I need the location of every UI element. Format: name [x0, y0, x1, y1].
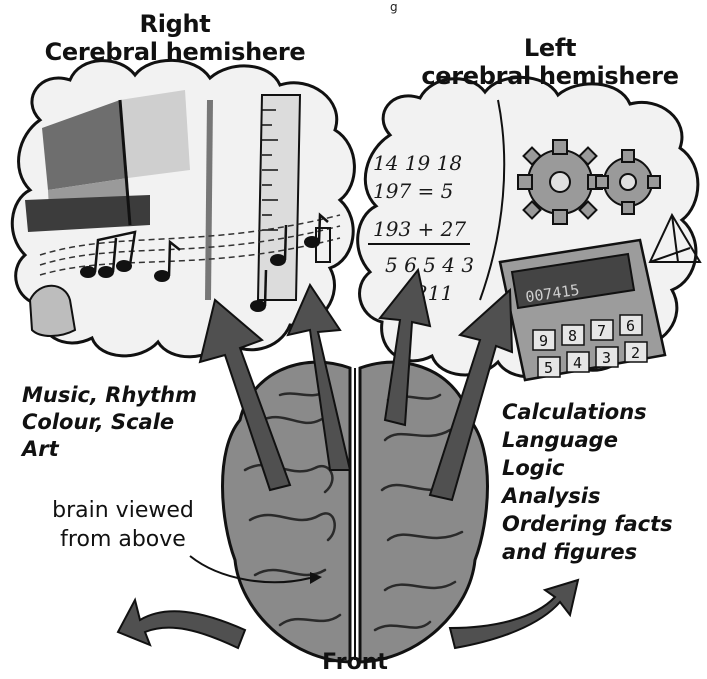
- left-title-line1: Left: [400, 34, 700, 62]
- brain-caption: brain viewed from above: [8, 496, 238, 554]
- right-hemisphere-functions: Music, Rhythm Colour, Scale Art: [22, 382, 197, 463]
- easel-bar: [208, 100, 210, 300]
- function-item: Calculations: [502, 398, 673, 426]
- left-title-line2: cerebral hemishere: [400, 62, 700, 90]
- sum-line: 14 19 18: [373, 151, 462, 175]
- colour-block-light: [120, 90, 190, 178]
- music-note: [80, 266, 96, 278]
- music-note: [250, 300, 266, 312]
- left-hemisphere-functions: Calculations Language Logic Analysis Ord…: [502, 398, 673, 566]
- caption-line2: from above: [8, 525, 238, 554]
- function-item: Colour, Scale: [22, 409, 197, 436]
- gear-icon: [518, 140, 602, 224]
- function-item: Analysis: [502, 482, 673, 510]
- function-item: Music, Rhythm: [22, 382, 197, 409]
- calculator-key: 6: [626, 317, 635, 335]
- calculator-key: 2: [631, 344, 640, 362]
- function-item: and figures: [502, 538, 673, 566]
- music-note: [98, 266, 114, 278]
- music-note: [270, 254, 286, 266]
- music-note: [304, 236, 320, 248]
- front-label: Front: [300, 650, 410, 676]
- calculator-key: 3: [602, 349, 611, 367]
- right-title-line2: Cerebral hemishere: [30, 38, 320, 66]
- function-item: Art: [22, 436, 197, 463]
- calculator-key: 4: [573, 354, 582, 372]
- calculator-key: 5: [544, 359, 553, 377]
- sum-line: 197 = 5: [373, 179, 453, 203]
- caption-line1: brain viewed: [8, 496, 238, 525]
- sum-line: 193 + 27: [373, 217, 466, 241]
- calculator-key: 7: [597, 322, 606, 340]
- calculator-key: 8: [568, 327, 577, 345]
- function-item: Ordering facts: [502, 510, 673, 538]
- curved-arrow-left: [118, 600, 245, 648]
- sum-line: 5 6 5 4 3: [385, 253, 474, 277]
- function-item: Logic: [502, 454, 673, 482]
- calculator-key: 9: [539, 332, 548, 350]
- calculator: 007415 9 8 7 6 5 4: [500, 240, 665, 380]
- music-note: [154, 270, 170, 282]
- curved-arrow-right: [450, 580, 578, 648]
- function-item: Language: [502, 426, 673, 454]
- right-title-line1: Right: [30, 10, 320, 38]
- left-hemisphere-title: Left cerebral hemishere: [400, 34, 700, 90]
- right-hemisphere-title: Right Cerebral hemishere: [30, 10, 320, 66]
